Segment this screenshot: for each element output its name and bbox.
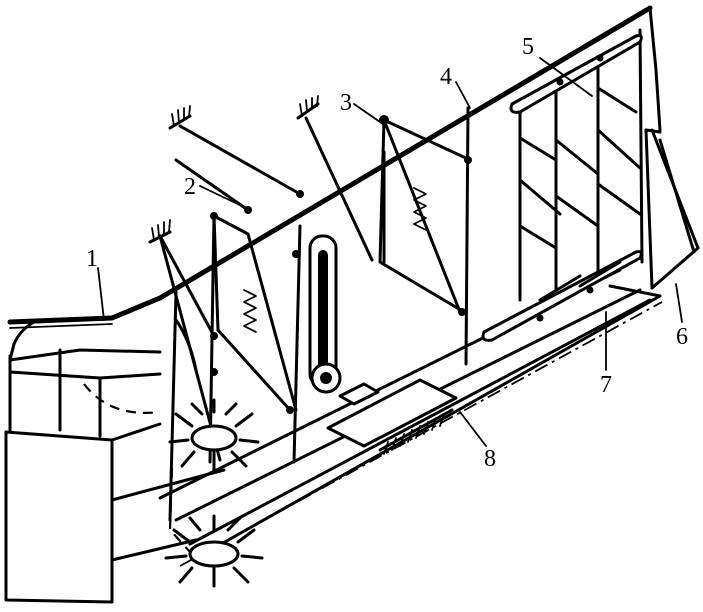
label-7: 7 <box>600 372 612 398</box>
label-8: 8 <box>484 446 496 472</box>
gear-icon-lower <box>164 514 264 588</box>
end-panel <box>644 128 700 290</box>
label-1: 1 <box>86 246 98 272</box>
anchor-icon-2 <box>296 95 320 120</box>
label-4: 4 <box>440 64 452 90</box>
spring-assembly-right <box>378 115 472 316</box>
label-6: 6 <box>676 324 688 350</box>
label-5: 5 <box>522 34 534 60</box>
vertical-link <box>308 234 342 394</box>
anchor-icon-1 <box>168 105 192 130</box>
finger-plates <box>481 34 643 342</box>
left-lever <box>174 318 218 376</box>
drive-chain <box>168 467 191 553</box>
anchor-icon-3 <box>148 219 172 244</box>
joints <box>210 156 472 340</box>
leader-lines <box>97 57 683 447</box>
spring-assembly-left <box>210 212 298 414</box>
label-3: 3 <box>340 90 352 116</box>
posts <box>168 28 644 522</box>
rack-plate <box>326 378 458 455</box>
gear-icon-upper <box>168 398 260 472</box>
upper-rail <box>7 5 662 329</box>
label-2: 2 <box>184 174 196 200</box>
